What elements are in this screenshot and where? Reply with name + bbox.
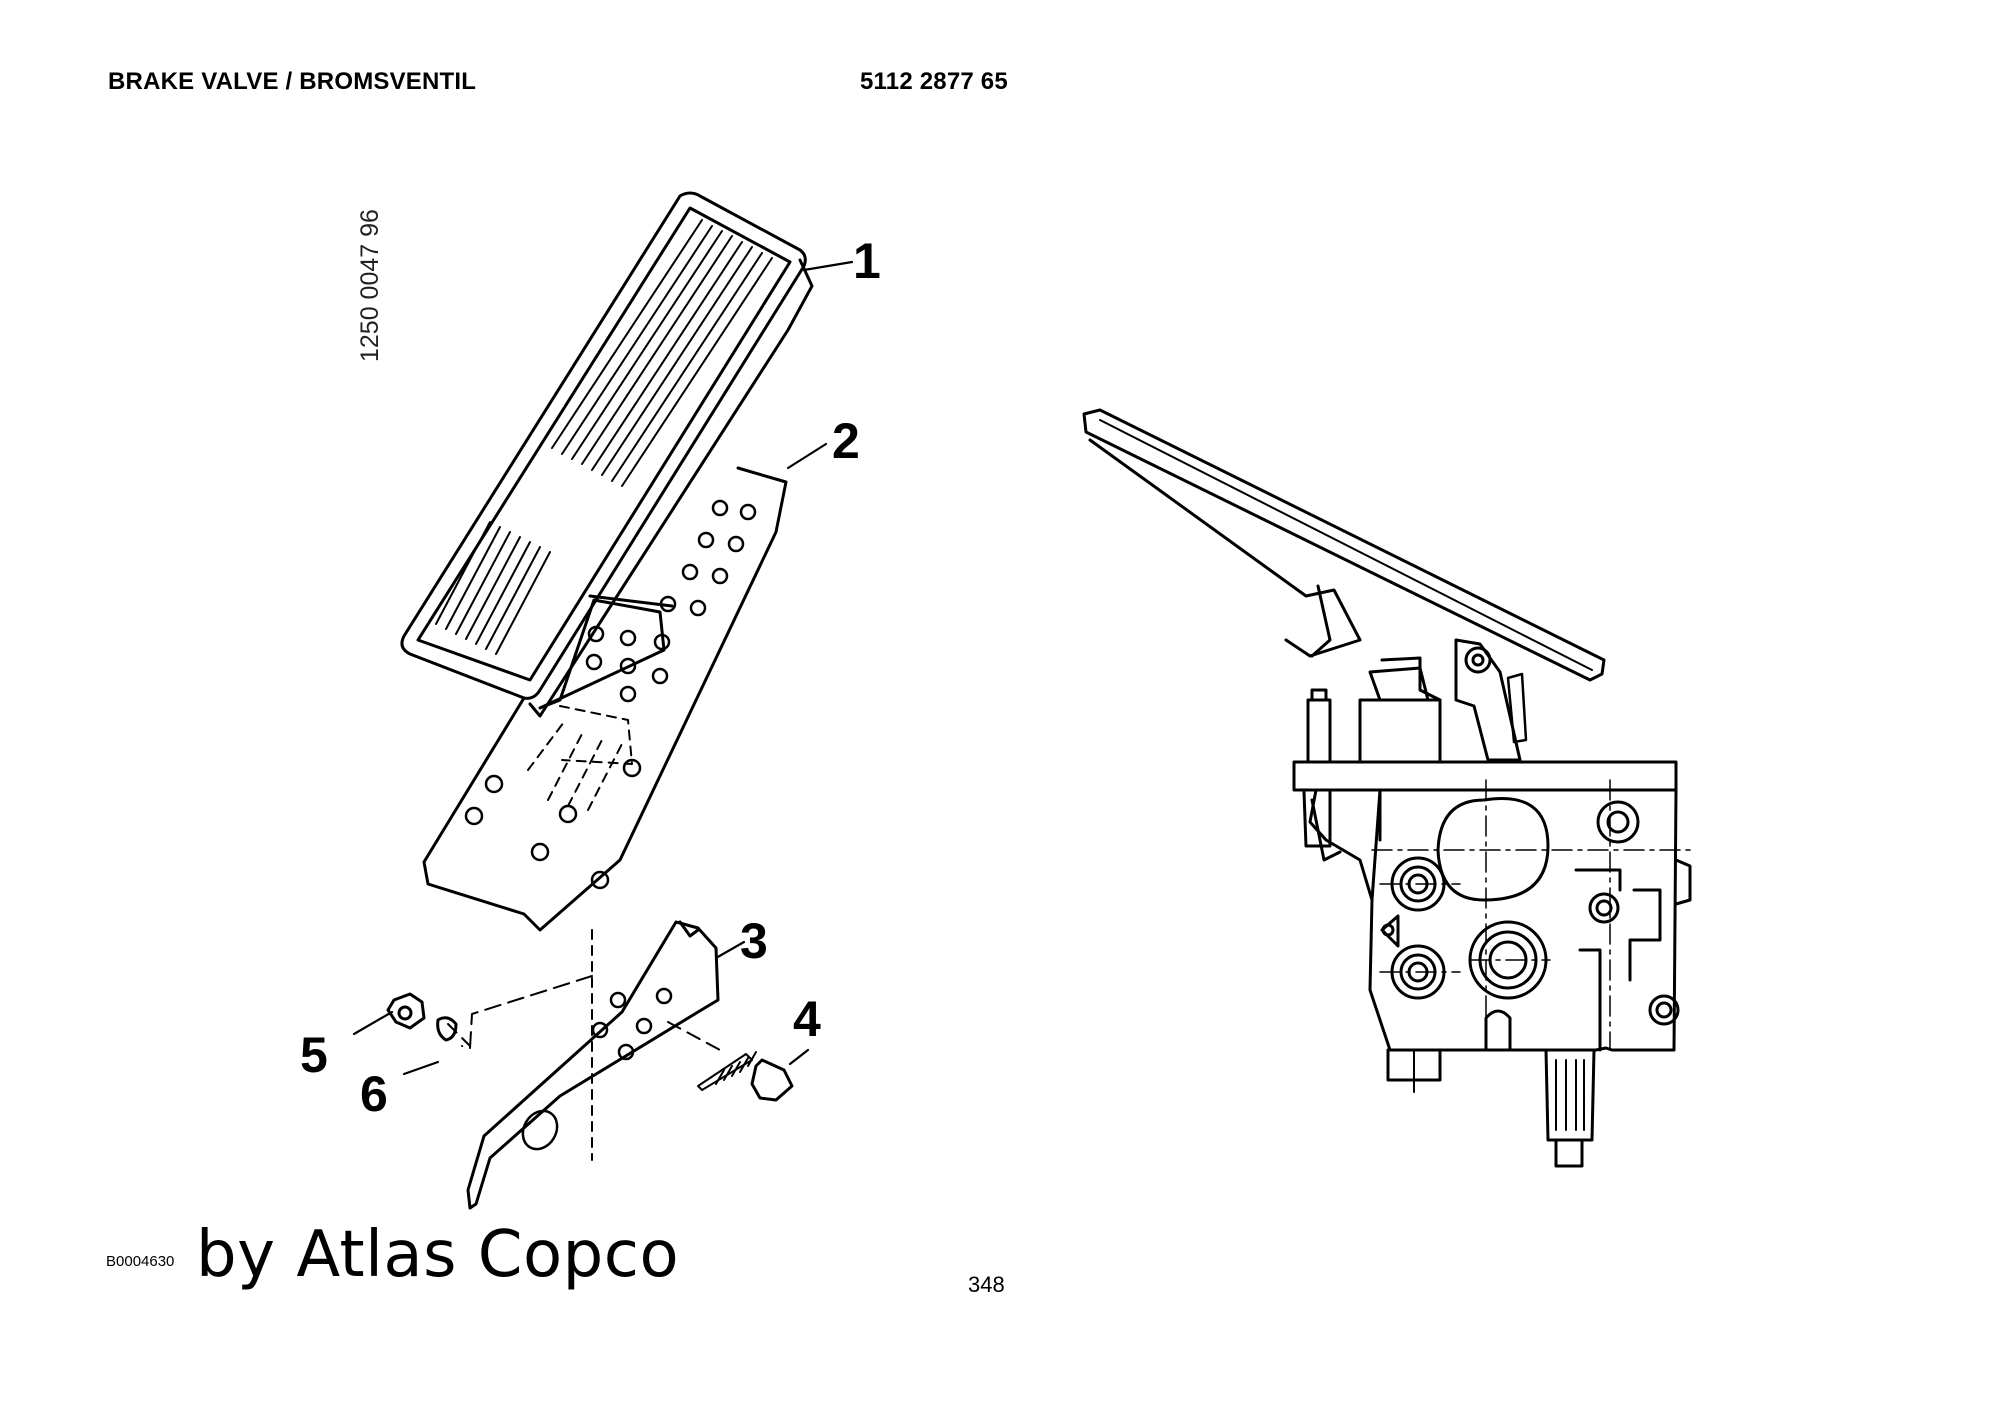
leader-lines — [352, 260, 854, 1076]
pedal-plate — [422, 466, 788, 1161]
callout-3: 3 — [740, 913, 768, 969]
callout-2: 2 — [832, 413, 860, 469]
part-number: 5112 2877 65 — [860, 68, 1008, 95]
drawing-code: B0004630 — [106, 1253, 175, 1270]
pedal-pad — [400, 191, 814, 718]
callout-1: 1 — [853, 233, 881, 289]
assembled-brake-valve-view — [1082, 408, 1693, 1168]
callout-5: 5 — [300, 1027, 328, 1083]
link-plate — [461, 920, 720, 1210]
page-number: 348 — [968, 1272, 1005, 1297]
nut-and-washer — [386, 992, 471, 1047]
callout-4: 4 — [793, 991, 821, 1047]
brand-text: by Atlas Copco — [196, 1218, 680, 1292]
callout-6: 6 — [360, 1066, 388, 1122]
bolt — [667, 1021, 794, 1102]
page-title: BRAKE VALVE / BROMSVENTIL — [108, 68, 477, 95]
